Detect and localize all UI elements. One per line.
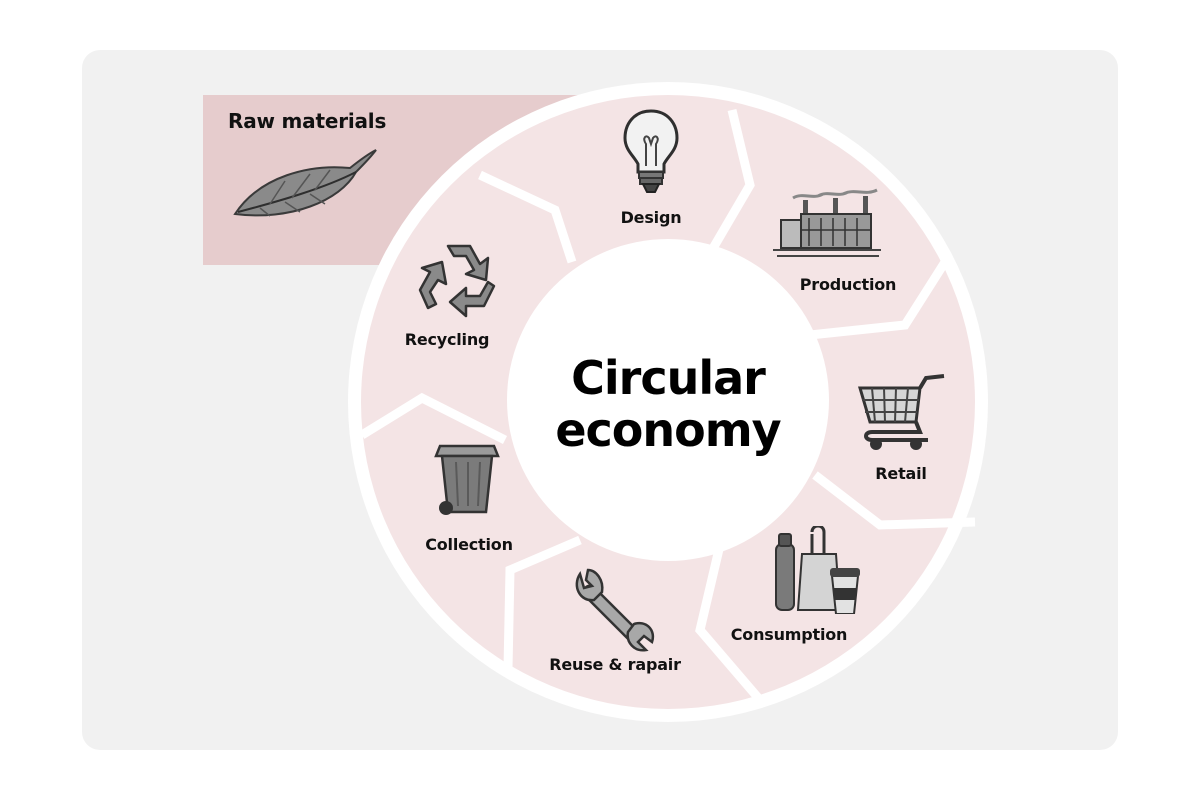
- trash-bin-icon: [434, 444, 500, 515]
- recycle-icon: [418, 244, 496, 318]
- stage-label-collection: Collection: [425, 535, 513, 554]
- title-line-2: economy: [555, 403, 781, 457]
- diagram-title: Circular economy: [555, 351, 781, 457]
- stage-label-retail: Retail: [875, 464, 927, 483]
- stage-label-design: Design: [620, 208, 682, 227]
- factory-icon: [773, 188, 881, 257]
- bottle-bag-cup-icon: [775, 526, 860, 614]
- title-line-1: Circular: [571, 351, 766, 405]
- stage-label-recycling: Recycling: [404, 330, 490, 349]
- stage-label-reuse-repair: Reuse & rapair: [549, 655, 681, 674]
- raw-materials-label: Raw materials: [228, 109, 387, 133]
- wrench-icon: [575, 568, 655, 652]
- lightbulb-icon: [623, 109, 679, 193]
- shopping-cart-icon: [858, 374, 945, 450]
- stage-label-consumption: Consumption: [730, 625, 848, 644]
- leaf-icon: [233, 149, 377, 217]
- stage-label-production: Production: [799, 275, 897, 294]
